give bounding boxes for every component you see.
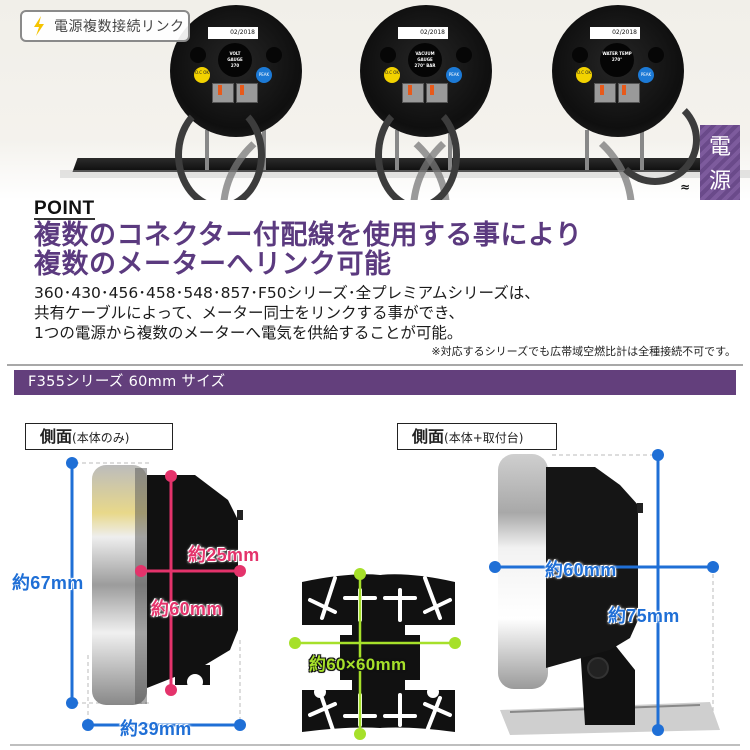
headline-line-1: 複数のコネクター付配線を使用する事により [34,220,583,251]
point-description: 360･430･456･458･548･857･F50シリーズ･全プレミアムシリ… [34,283,540,343]
wire [408,85,412,95]
date-label: 02/2018 [208,27,258,39]
headline-line-2: 複数のメーターへリンク可能 [34,249,392,280]
date-label: 02/2018 [398,27,448,39]
badge-label: 電源複数接続リンク [54,19,185,35]
feature-badge: 電源複数接続リンク [20,10,190,42]
product-photo-linked-gauges: 02/2018 VOLT GAUGE 270 O.C OK PEAK 02/20… [0,0,750,200]
power-source-tag: 電 源 [700,125,740,200]
center-text: VACUUM [415,51,435,56]
lightning-bolt-icon [34,16,44,36]
dim-height-75mm: 約75mm [608,606,680,626]
side-view-body-diagram [10,457,290,746]
center-text: 270° BAR [414,63,436,68]
side-view-mount-diagram [470,449,740,746]
center-text: 270° [611,57,623,62]
dim-height-67mm: 約67mm [12,573,84,593]
mount-hole [648,47,664,63]
description-line: 1つの電源から複数のメーターへ電気を供給することが可能。 [34,324,463,342]
gauge-center-label: WATER TEMP 270° [600,43,634,77]
point-heading: POINT [34,198,95,220]
oc-ok-button: O.C OK [576,67,592,83]
center-text: GAUGE [227,57,243,62]
peak-button: PEAK [446,67,462,83]
side-view-body-label: 側面(本体のみ) [25,423,173,450]
dim-width-60mm: 約60mm [545,560,617,580]
dim-depth-25mm: 約25mm [188,545,260,565]
description-line: 共有ケーブルによって、メーター同士をリンクする事ができ、 [34,304,464,322]
mount-hole [456,47,472,63]
oc-ok-button: O.C OK [384,67,400,83]
mount-hole [380,47,396,63]
connector [594,83,616,103]
oc-ok-button: O.C OK [194,67,210,83]
center-text: VOLT [229,51,241,56]
gauge-center-label: VOLT GAUGE 270 [218,43,252,77]
power-tag-text: 源 [708,169,731,194]
section-divider [7,364,743,366]
label-sub: (本体+取付台) [444,431,524,445]
mount-hole [266,47,282,63]
label-main: 側面 [412,427,445,446]
wire [622,85,626,95]
dim-diameter-60mm: 約60mm [151,599,223,619]
gauge-center-label: VACUUM GAUGE 270° BAR [408,43,442,77]
mount-hole [572,47,588,63]
description-line: 360･430･456･458･548･857･F50シリーズ･全プレミアムシリ… [34,284,540,302]
label-sub: (本体のみ) [72,431,130,445]
wire [240,85,244,95]
section-title-bar: F355シリーズ 60mm サイズ [14,370,736,395]
wire [430,85,434,95]
compatibility-note: ※対応するシリーズでも広帯域空燃比計は全種接続不可です。 [431,345,736,358]
mount-hole [190,47,206,63]
wire [218,85,222,95]
wire [600,85,604,95]
center-text: GAUGE [417,57,433,62]
side-view-mount-label: 側面(本体+取付台) [397,423,557,450]
dim-bracket-60x60mm: 約60×60mm [309,655,407,674]
peak-button: PEAK [638,67,654,83]
power-tag-text: 電 [708,135,731,160]
dim-depth-39mm: 約39mm [120,719,192,739]
power-cable [610,95,700,185]
label-main: 側面 [40,427,73,446]
wave-break-icon: ≈ [680,180,691,194]
center-text: WATER TEMP [602,51,632,56]
center-text: 270 [230,63,240,68]
date-label: 02/2018 [590,27,640,39]
mount-bracket-diagram [280,568,480,746]
peak-button: PEAK [256,67,272,83]
